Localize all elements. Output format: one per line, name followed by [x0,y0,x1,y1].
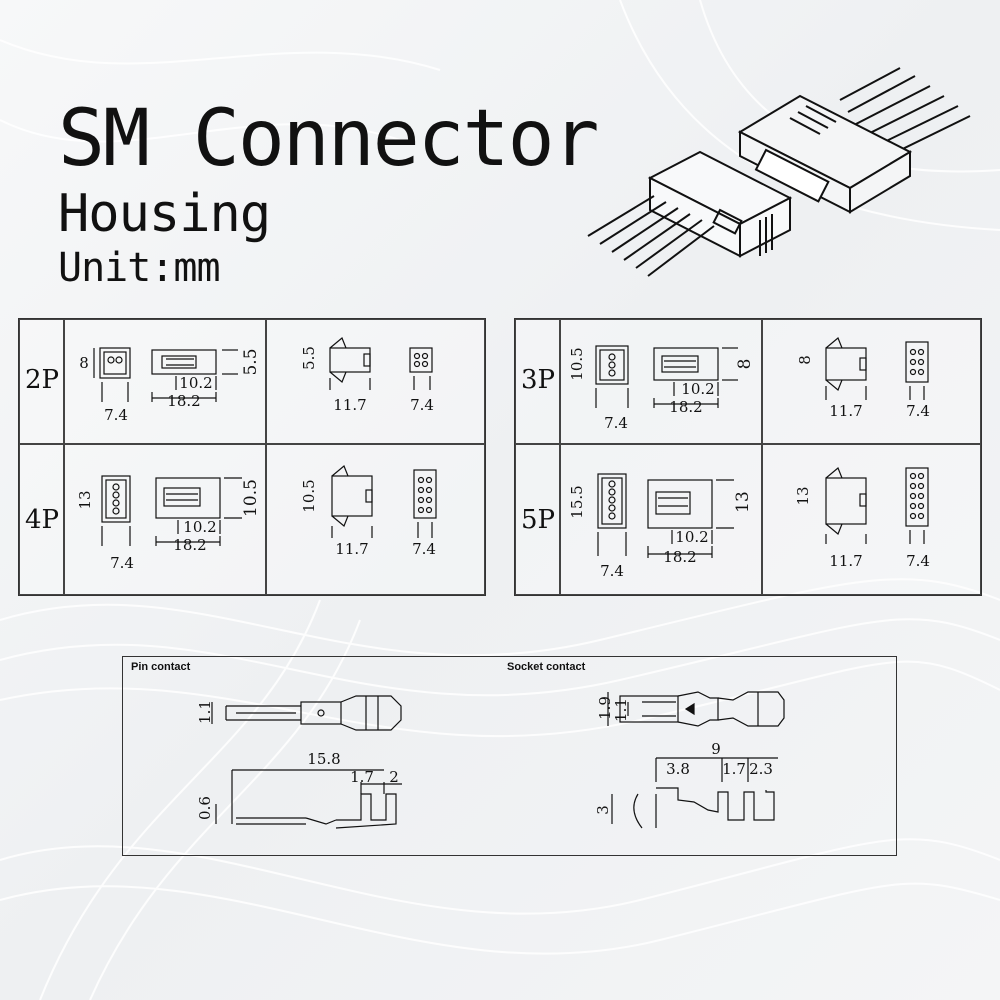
female-housing-drawing-4p: 13 7.4 10.2 18.2 10.5 [76,475,261,572]
row-label: 3P [521,365,556,395]
pin-contact-title: Pin contact [131,661,191,673]
pin-dim-crimp1: 1.7 [350,768,374,786]
female-drawing-cell [63,319,267,445]
dim-side-inner: 10.2 [675,528,708,546]
dim-male-end-width: 7.4 [906,552,930,570]
dim-front-height: 10.5 [568,347,586,380]
dim-side-height: 13 [733,491,753,513]
dim-side-length: 18.2 [663,548,696,566]
row-label: 4P [25,505,60,535]
dim-front-height: 15.5 [568,485,586,518]
pin-dim-crimp2: 2 [389,768,399,786]
housing-table-right: 3P 5P [514,318,982,596]
dim-male-length: 11.7 [829,552,862,570]
table-row-label-cell [515,319,561,445]
dim-side-height: 5.5 [241,348,261,375]
table-row-label-cell [19,443,65,595]
dim-male-height: 5.5 [300,346,318,370]
female-drawing-cell [559,443,763,595]
female-housing-drawing-5p: 15.5 7.4 10.2 18.2 13 [568,473,753,580]
dim-male-height: 13 [794,486,812,505]
pin-contact-drawing: 1.1 15.8 0.6 1.7 2 [196,695,402,829]
male-drawing-cell [761,319,981,445]
dim-male-length: 11.7 [829,402,862,420]
female-drawing-cell [559,319,763,445]
dim-front-width: 7.4 [604,414,628,432]
page-title: SM Connector [58,94,600,184]
socket-dim-length: 9 [711,740,721,758]
socket-contact-drawing: 1.9 1.1 9 3.8 1.7 2.3 3 [594,691,785,829]
row-label: 2P [25,365,60,395]
male-housing-drawing-3p: 8 11.7 7.4 [796,337,930,420]
male-drawing-cell [265,443,485,595]
male-drawing-cell [761,443,981,595]
row-label: 5P [521,505,556,535]
contacts-panel: Pin contact Socket contact [122,656,897,856]
dim-male-height: 10.5 [300,479,318,512]
unit-label: Unit:mm [58,245,221,291]
dim-front-width: 7.4 [104,406,128,424]
dim-front-width: 7.4 [110,554,134,572]
dim-side-length: 18.2 [669,398,702,416]
table-row-label-cell [19,319,65,445]
dim-side-length: 18.2 [173,536,206,554]
socket-dim-height: 3 [594,805,612,815]
dim-front-width: 7.4 [600,562,624,580]
female-housing-drawing-2p: 8 7.4 10.2 18.2 5.5 [79,347,261,424]
dim-side-length: 18.2 [167,392,200,410]
male-housing-drawing-4p: 10.5 11.7 7.4 [300,465,437,558]
dim-side-height: 8 [735,359,755,370]
pin-dim-thickness: 0.6 [196,796,214,820]
dim-side-height: 10.5 [241,479,261,517]
male-drawing-cell [265,319,485,445]
socket-dim-inner: 1.1 [612,698,630,722]
dim-side-inner: 10.2 [681,380,714,398]
dim-front-height: 8 [79,354,89,372]
socket-dim-d2: 1.7 [722,760,746,778]
dim-front-height: 13 [76,490,94,509]
housing-table-left: 2P 4P [18,318,486,596]
pin-dim-length: 15.8 [307,750,340,768]
female-drawing-cell [63,443,267,595]
dim-male-end-width: 7.4 [410,396,434,414]
male-housing-drawing-2p: 5.5 11.7 7.4 [300,337,434,414]
dim-side-inner: 10.2 [179,374,212,392]
socket-dim-d3: 2.3 [749,760,773,778]
pin-dim-dia: 1.1 [196,700,214,724]
dim-male-end-width: 7.4 [412,540,436,558]
dim-side-inner: 10.2 [183,518,216,536]
dim-male-length: 11.7 [335,540,368,558]
connector-illustration [587,67,971,277]
dim-male-end-width: 7.4 [906,402,930,420]
dim-male-height: 8 [796,355,814,365]
table-row-label-cell [515,443,561,595]
title-block: SM Connector Housing Unit:mm [58,94,600,291]
socket-contact-title: Socket contact [507,661,586,673]
socket-dim-dia: 1.9 [596,696,614,720]
dim-male-length: 11.7 [333,396,366,414]
male-housing-drawing-5p: 13 11.7 7.4 [794,467,930,570]
socket-dim-d1: 3.8 [666,760,690,778]
female-housing-drawing-3p: 10.5 7.4 10.2 18.2 8 [568,345,755,432]
page-subtitle: Housing [58,184,271,244]
